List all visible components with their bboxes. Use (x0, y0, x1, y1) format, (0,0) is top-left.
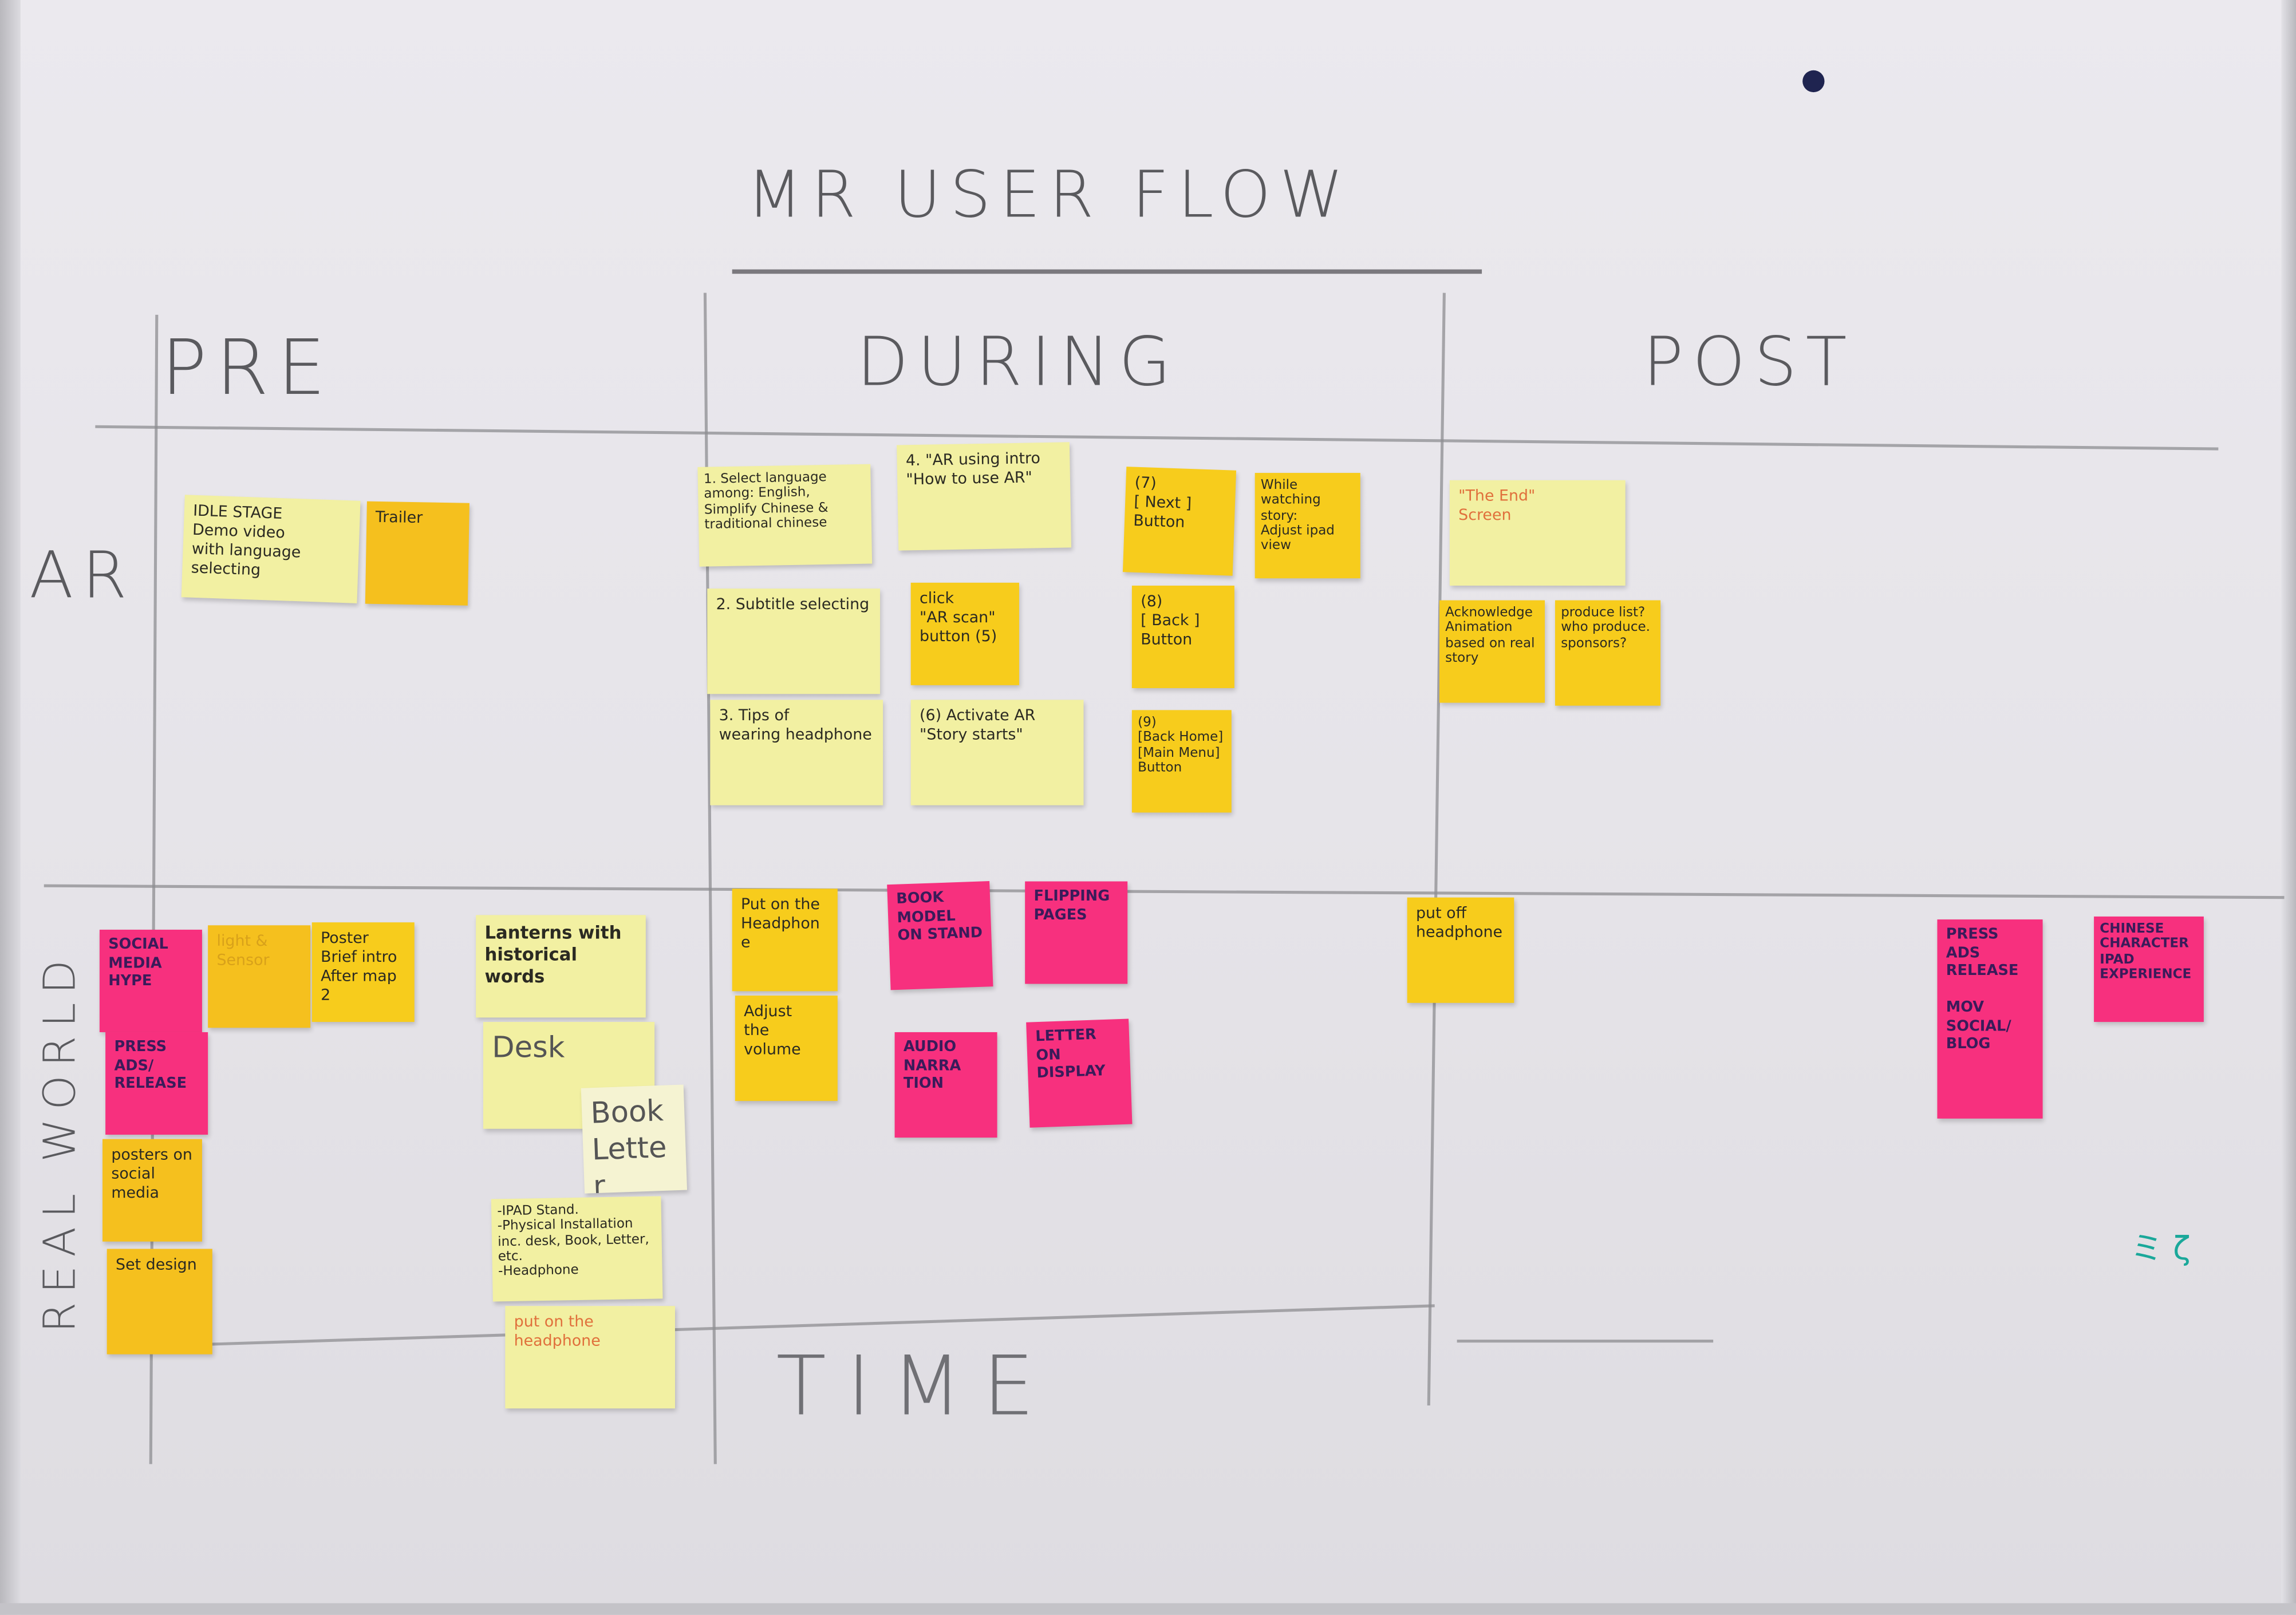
row-header-ar: AR (29, 539, 136, 614)
sticky-note-during-real[interactable]: Flipping pages (1025, 881, 1128, 984)
grid-line-horizontal-top (95, 425, 2219, 451)
grid-line-horizontal-bottom-right (1457, 1340, 1714, 1343)
sticky-note-during-ar[interactable]: (6) Activate AR "Story starts" (910, 700, 1084, 805)
sticky-note-during-ar[interactable]: 1. Select language among: English, Simpl… (697, 464, 873, 567)
sticky-note-post-real[interactable]: Press ads release MOV social/ blog (1937, 919, 2043, 1119)
sticky-note-during-ar[interactable]: 3. Tips of wearing headphone (710, 700, 883, 805)
sticky-note-pre-ar[interactable]: IDLE STAGE Demo video with language sele… (181, 495, 361, 603)
magnet-dot (1802, 70, 1825, 93)
sticky-note-pre-real[interactable]: put on the headphone (505, 1306, 675, 1409)
sticky-note-during-ar[interactable]: (9) [Back Home] [Main Menu] Button (1131, 710, 1232, 813)
sticky-note-pre-real[interactable]: Social media hype (99, 929, 202, 1032)
sticky-note-pre-real[interactable]: Press ads/ release (105, 1032, 208, 1135)
sticky-note-during-real[interactable]: Book model on stand (887, 881, 993, 990)
sticky-note-post-real[interactable]: Chinese character iPad experience (2094, 916, 2204, 1022)
column-header-during: DURING (857, 322, 1180, 401)
sticky-note-pre-real[interactable]: Set design (106, 1249, 212, 1355)
title-underline (732, 269, 1482, 274)
column-header-pre: PRE (161, 325, 334, 413)
sticky-note-during-ar[interactable]: click "AR scan" button (5) (910, 582, 1019, 685)
sticky-note-post-real[interactable]: put off headphone (1407, 897, 1514, 1003)
sticky-note-post-ar[interactable]: "The End" Screen (1449, 480, 1626, 586)
sticky-note-during-real[interactable]: Audio narra tion (894, 1032, 997, 1138)
sticky-note-during-ar[interactable]: 4. "AR using intro "How to use AR" (897, 442, 1072, 551)
sticky-note-pre-real[interactable]: posters on social media (102, 1139, 202, 1242)
sticky-note-during-ar[interactable]: (7) [ Next ] Button (1122, 467, 1237, 576)
sticky-note-during-ar[interactable]: (8) [ Back ] Button (1131, 585, 1234, 688)
sticky-note-post-ar[interactable]: Acknowledge Animation based on real stor… (1439, 600, 1545, 703)
whiteboard-frame-right (2281, 0, 2296, 1615)
sticky-note-during-real[interactable]: Letter on display (1026, 1018, 1133, 1128)
sticky-note-pre-real[interactable]: Lanterns with historical words (476, 915, 646, 1018)
marker-scribble: ミ ζ (2131, 1231, 2191, 1268)
board-title: MR USER FLOW (747, 158, 1352, 233)
sticky-note-pre-real[interactable]: -IPAD Stand. -Physical Installation inc.… (491, 1196, 663, 1302)
grid-line-vertical-post (1427, 293, 1446, 1406)
grid-line-horizontal-middle (44, 884, 2285, 899)
sticky-note-post-ar[interactable]: produce list? who produce. sponsors? (1555, 600, 1661, 706)
sticky-note-during-ar[interactable]: While watching story: Adjust ipad view (1254, 473, 1360, 579)
sticky-note-during-real[interactable]: Put on the Headphone (732, 889, 838, 992)
whiteboard-frame-left (0, 0, 21, 1615)
row-header-real-world: REAL WORLD (35, 951, 86, 1333)
time-axis-label: TIME (776, 1340, 1055, 1435)
sticky-note-pre-real[interactable]: Poster Brief intro After map 2 (311, 922, 415, 1022)
whiteboard-frame-bottom (0, 1603, 2296, 1615)
sticky-note-pre-real[interactable]: light & Sensor (208, 925, 311, 1028)
sticky-note-during-ar[interactable]: 2. Subtitle selecting (707, 589, 880, 694)
sticky-note-during-real[interactable]: Adjust the volume (735, 996, 838, 1101)
sticky-note-pre-real[interactable]: Book Letter (581, 1084, 688, 1194)
sticky-note-pre-ar[interactable]: Trailer (365, 501, 470, 606)
column-header-post: POST (1643, 322, 1856, 401)
